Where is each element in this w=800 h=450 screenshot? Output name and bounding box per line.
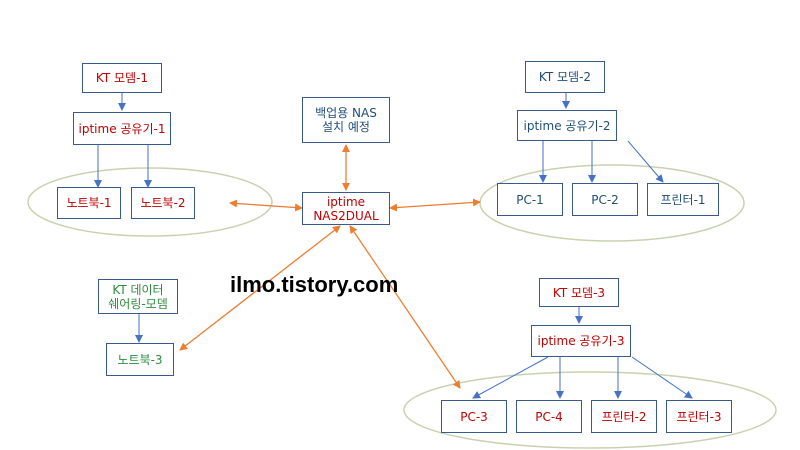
iptime-router-1-node: iptime 공유기-1 [73, 112, 171, 145]
link-router2-printer1 [627, 140, 664, 183]
printer-1-node: 프린터-1 [647, 183, 719, 216]
link-router3-printer3 [631, 356, 693, 399]
printer-2-node: 프린터-2 [591, 400, 657, 433]
laptop-1-node: 노트북-1 [57, 187, 121, 219]
link-nas-pc1 [389, 198, 481, 212]
laptop-3-node: 노트북-3 [106, 343, 174, 376]
group-3-ellipse [403, 371, 777, 449]
watermark-text: ilmo.tistory.com [230, 272, 399, 297]
kt-modem-1-node: KT 모뎀-1 [82, 63, 162, 93]
link-router3-pc3 [472, 356, 549, 399]
iptime-router-2-node: iptime 공유기-2 [517, 110, 617, 141]
pc-1-node: PC-1 [497, 183, 563, 216]
backup-nas-node: 백업용 NAS 설치 예정 [302, 97, 390, 143]
laptop-2-node: 노트북-2 [131, 187, 195, 219]
link-nas-laptop2 [229, 199, 303, 212]
kt-data-modem-node: KT 데이터 쉐어링-모뎀 [98, 279, 178, 314]
link-nas-laptop3 [179, 225, 341, 351]
kt-modem-3-node: KT 모뎀-3 [539, 278, 619, 307]
link-nas-pc3 [349, 225, 461, 389]
nas-node: iptime NAS2DUAL [302, 192, 390, 225]
pc-4-node: PC-4 [516, 400, 582, 433]
printer-3-node: 프린터-3 [666, 400, 732, 433]
kt-modem-2-node: KT 모뎀-2 [525, 61, 605, 93]
pc-3-node: PC-3 [441, 400, 507, 433]
pc-2-node: PC-2 [572, 183, 638, 216]
iptime-router-3-node: iptime 공유기-3 [531, 325, 631, 357]
